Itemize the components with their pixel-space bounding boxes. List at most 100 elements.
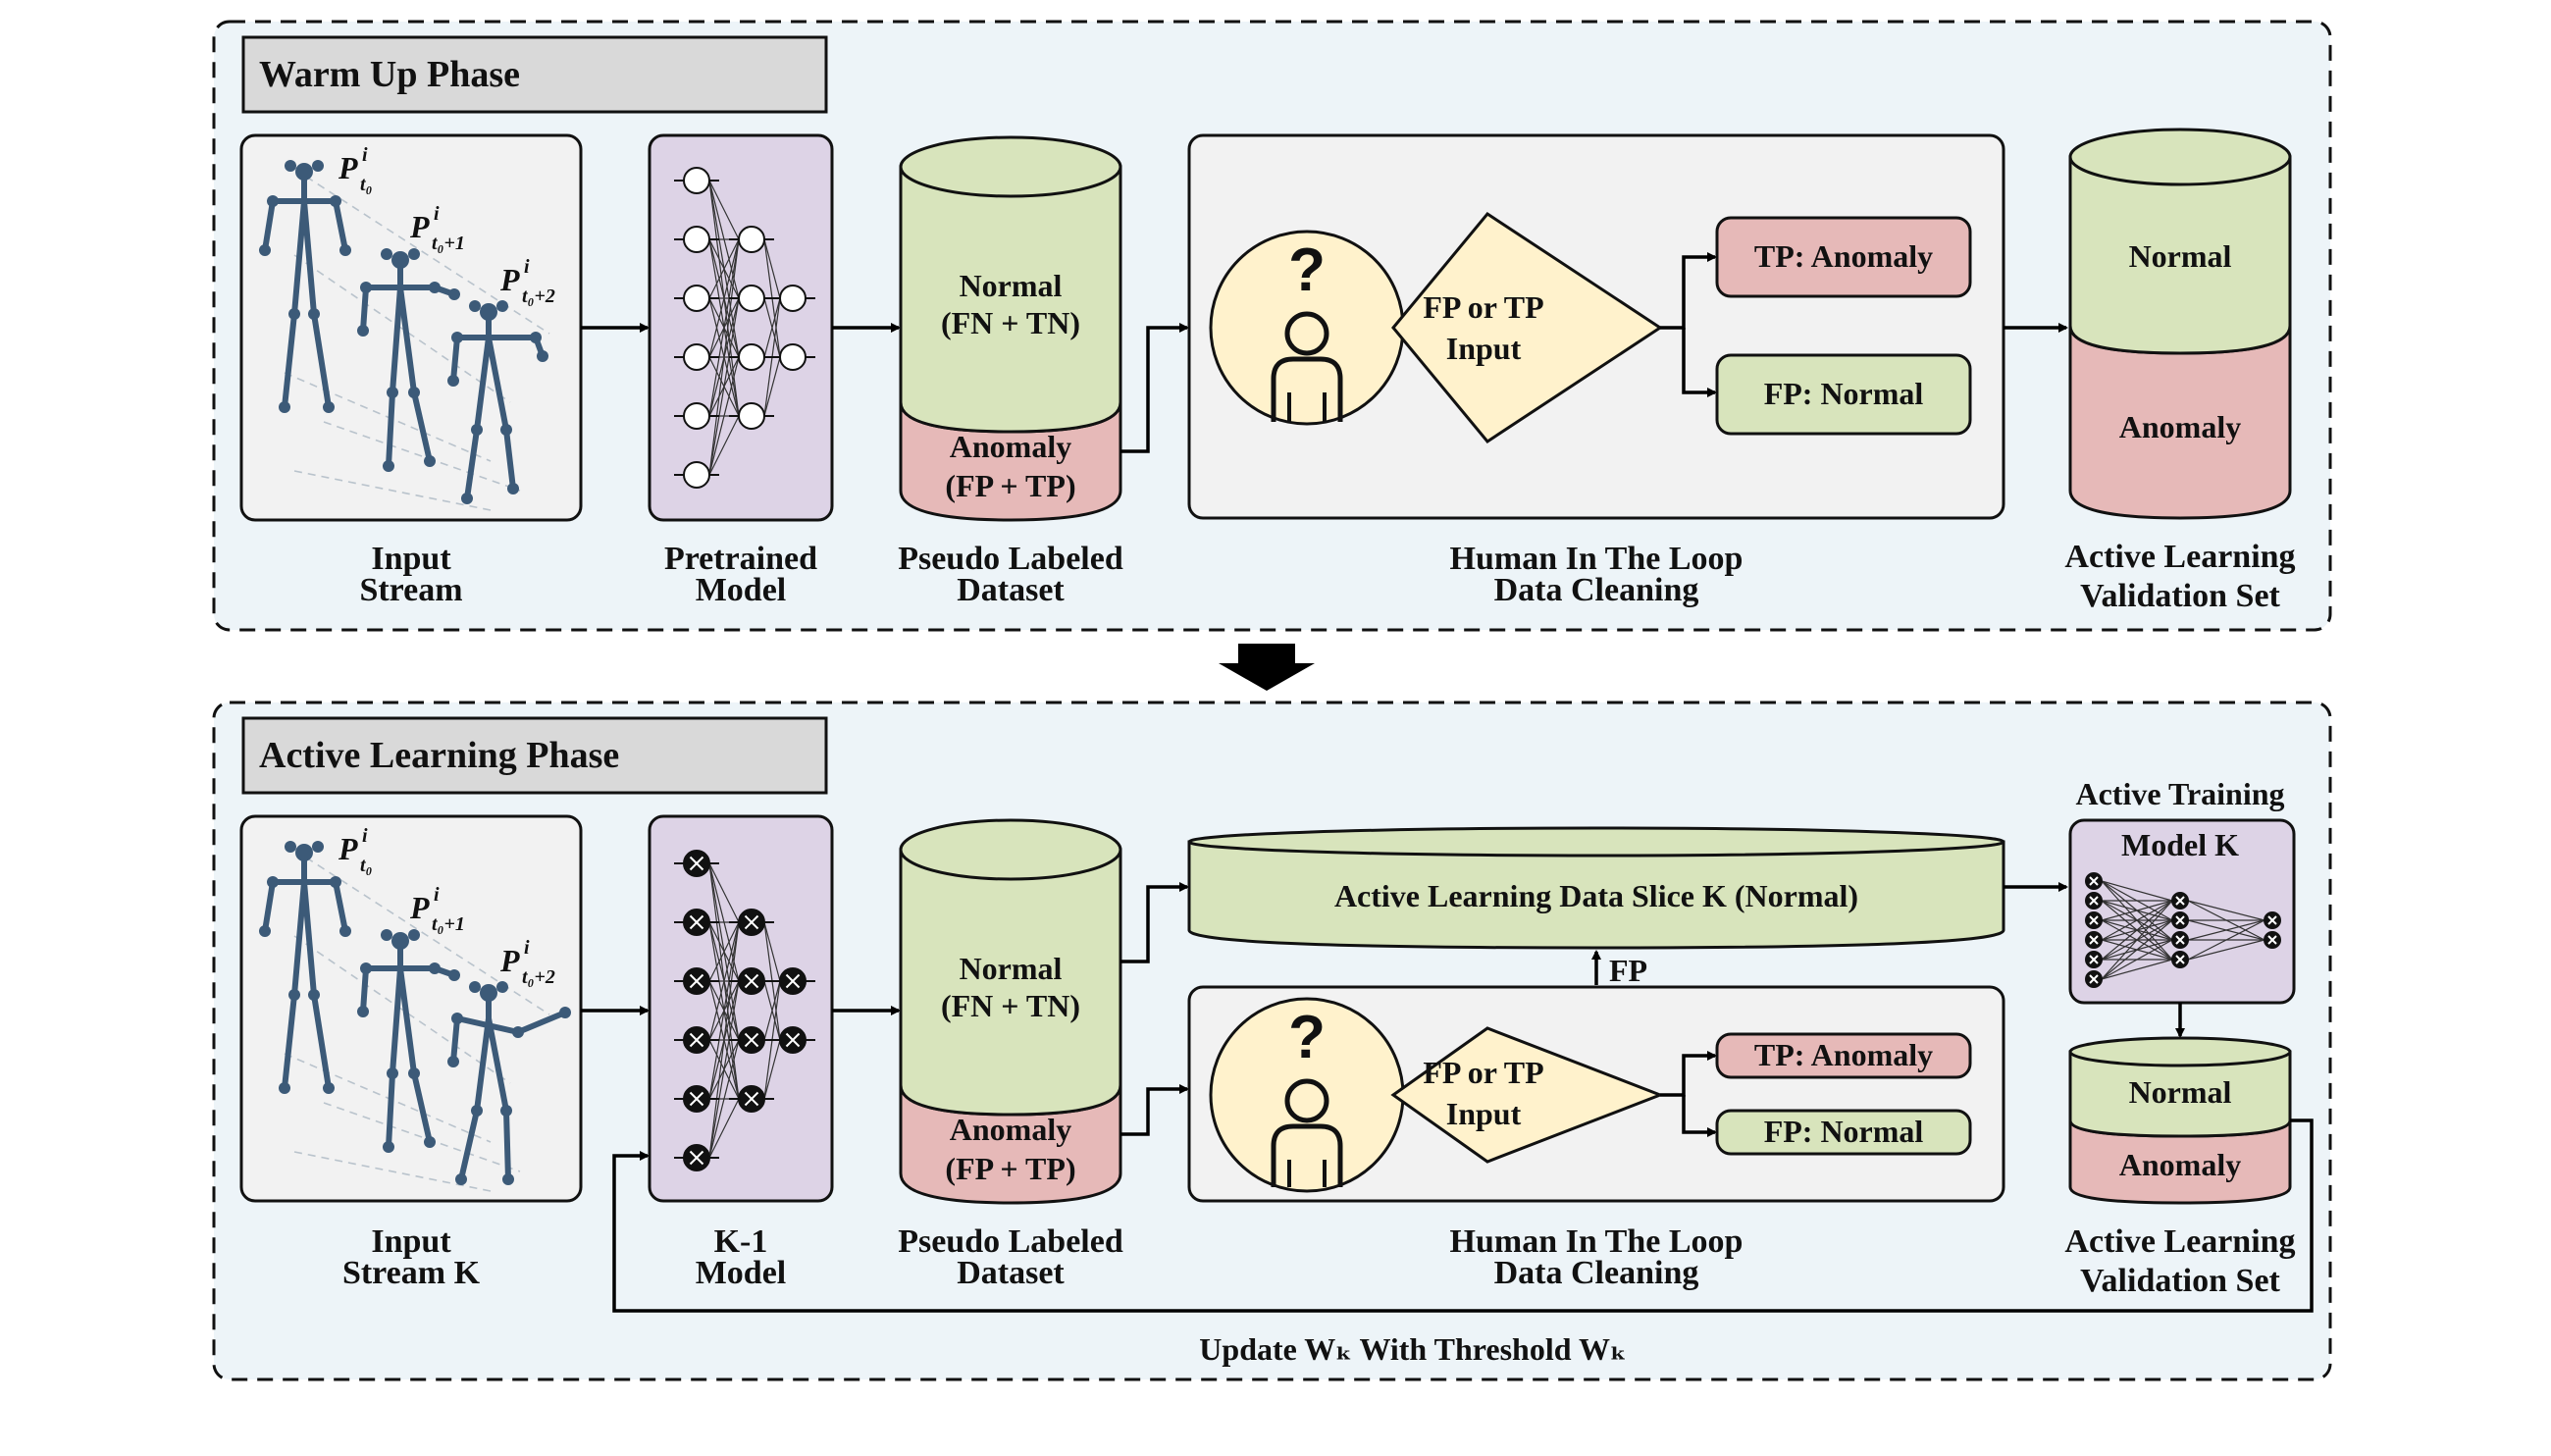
- warmup-decision-2: Input: [1446, 331, 1522, 366]
- warmup-input-label-2: Stream: [359, 572, 462, 608]
- skeleton-pose-1: [259, 160, 351, 413]
- warmup-validation-cylinder: [2068, 128, 2292, 520]
- pose-sup-k2: i: [434, 884, 440, 906]
- active-input-stream: P t₀ i P t₀+1 i P t₀+2 i: [239, 814, 583, 1203]
- active-dataset-label-2: Dataset: [957, 1255, 1065, 1291]
- active-input-label-1: Input: [371, 1223, 451, 1260]
- pose-sup-1: i: [362, 144, 368, 166]
- active-dataset-label-1: Pseudo Labeled: [898, 1223, 1123, 1260]
- warmup-dataset-anomaly-2: (FP + TP): [945, 468, 1075, 503]
- active-val-normal: Normal: [2129, 1074, 2232, 1110]
- warmup-hitl-label-1: Human In The Loop: [1450, 541, 1744, 577]
- warmup-skeleton-group: [259, 160, 550, 511]
- active-training-box: [2068, 818, 2296, 1005]
- warmup-val-normal: Normal: [2129, 238, 2232, 274]
- active-title: Active Learning Phase: [259, 735, 619, 776]
- warmup-dataset-anomaly-1: Anomaly: [950, 429, 1071, 464]
- warmup-dataset-normal-1: Normal: [960, 268, 1063, 303]
- phase-transition-arrow: [1219, 644, 1315, 691]
- pose-sup-3: i: [524, 256, 530, 278]
- active-training-title: Active Training: [2075, 776, 2284, 811]
- warmup-fp-box: [1715, 353, 1972, 436]
- pose-symbol-k2: P: [409, 890, 430, 925]
- pose-symbol-1: P: [338, 150, 358, 185]
- active-fp-arrow-label: FP: [1609, 953, 1647, 988]
- warmup-val-label-1: Active Learning: [2064, 539, 2295, 575]
- warmup-fp-label: FP: Normal: [1764, 376, 1924, 411]
- active-val-anomaly: Anomaly: [2119, 1147, 2241, 1182]
- warmup-val-anomaly: Anomaly: [2119, 409, 2241, 444]
- active-decision-2: Input: [1446, 1096, 1522, 1131]
- pose-sup-k1: i: [362, 825, 368, 847]
- active-val-label-2: Validation Set: [2080, 1263, 2280, 1299]
- pose-symbol-2: P: [409, 209, 430, 244]
- pose-symbol-3: P: [499, 262, 520, 297]
- pose-sub-k3: t₀+2: [522, 966, 555, 988]
- active-phase: Active Learning Phase: [212, 701, 2332, 1381]
- warmup-model-label-2: Model: [696, 572, 787, 608]
- warmup-human-icon: ?: [1209, 230, 1405, 426]
- pose-sub-k1: t₀: [360, 855, 373, 876]
- active-training-model: Model K: [2121, 827, 2239, 862]
- skeleton-pose-3: [447, 300, 548, 504]
- warmup-val-label-2: Validation Set: [2080, 578, 2280, 614]
- active-dataset-cylinder: [899, 818, 1122, 1205]
- active-dataset-normal-1: Normal: [960, 951, 1063, 986]
- skeleton-pose-k2: [357, 929, 460, 1153]
- pose-symbol-k1: P: [338, 831, 358, 866]
- active-model-box: [648, 814, 834, 1203]
- training-neural-network: [2085, 872, 2281, 988]
- active-model-label-1: K-1: [714, 1223, 768, 1260]
- warmup-decision-1: FP or TP: [1423, 289, 1543, 325]
- feedback-loop-arrow: [612, 1118, 2314, 1313]
- active-update-text: Update Wₖ With Threshold Wₖ: [1199, 1331, 1626, 1367]
- skeleton-pose-k1: [259, 841, 351, 1094]
- warmup-dataset-label-1: Pseudo Labeled: [898, 541, 1123, 577]
- active-validation-cylinder: [2068, 1036, 2292, 1205]
- active-tp-label: TP: Anomaly: [1754, 1037, 1933, 1072]
- active-input-label-2: Stream K: [342, 1255, 481, 1291]
- warmup-title: Warm Up Phase: [259, 54, 520, 95]
- active-hitl-label-1: Human In The Loop: [1450, 1223, 1744, 1260]
- active-fp-box: [1715, 1109, 1972, 1156]
- warmup-title-box: [241, 35, 828, 114]
- active-fp-label: FP: Normal: [1764, 1114, 1924, 1149]
- warmup-dataset-cylinder: [899, 135, 1122, 522]
- skeleton-pose-2: [357, 248, 460, 472]
- active-dataset-anomaly-1: Anomaly: [950, 1112, 1071, 1147]
- active-human-icon: ?: [1209, 997, 1405, 1193]
- pose-sub-1: t₀: [360, 174, 373, 195]
- warmup-model-label-1: Pretrained: [664, 541, 817, 577]
- active-tp-box: [1715, 1032, 1972, 1079]
- pose-sub-2: t₀+1: [432, 233, 465, 254]
- skeleton-pose-k3: [447, 981, 571, 1185]
- active-val-label-1: Active Learning: [2064, 1223, 2295, 1260]
- warmup-tp-box: [1715, 216, 1972, 298]
- svg-text:?: ?: [1288, 236, 1326, 304]
- warmup-input-label-1: Input: [371, 541, 451, 577]
- pose-sup-2: i: [434, 203, 440, 225]
- warmup-dataset-label-2: Dataset: [957, 572, 1065, 608]
- active-title-box: [241, 716, 828, 795]
- warmup-phase: Warm Up Phase: [212, 20, 2332, 632]
- active-neural-network: [674, 850, 815, 1171]
- active-dataset-normal-2: (FN + TN): [941, 988, 1080, 1023]
- warmup-tp-label: TP: Anomaly: [1754, 238, 1933, 274]
- active-decision-1: FP or TP: [1423, 1055, 1543, 1090]
- active-data-slice: [1187, 826, 2005, 950]
- active-hitl-label-2: Data Cleaning: [1494, 1255, 1699, 1291]
- active-model-label-2: Model: [696, 1255, 787, 1291]
- active-dataset-anomaly-2: (FP + TP): [945, 1151, 1075, 1186]
- warmup-dataset-normal-2: (FN + TN): [941, 305, 1080, 340]
- warmup-model-box: [648, 133, 834, 522]
- warmup-hitl-label-2: Data Cleaning: [1494, 572, 1699, 608]
- pose-sub-k2: t₀+1: [432, 913, 465, 935]
- active-slice-label: Active Learning Data Slice K (Normal): [1334, 878, 1858, 913]
- pose-sup-k3: i: [524, 937, 530, 959]
- warmup-input-stream: P t₀ i P t₀+1 i P t₀+2 i: [239, 133, 583, 522]
- warmup-neural-network: [674, 167, 815, 489]
- pose-symbol-k3: P: [499, 943, 520, 978]
- svg-text:?: ?: [1288, 1004, 1326, 1071]
- pose-sub-3: t₀+2: [522, 286, 555, 307]
